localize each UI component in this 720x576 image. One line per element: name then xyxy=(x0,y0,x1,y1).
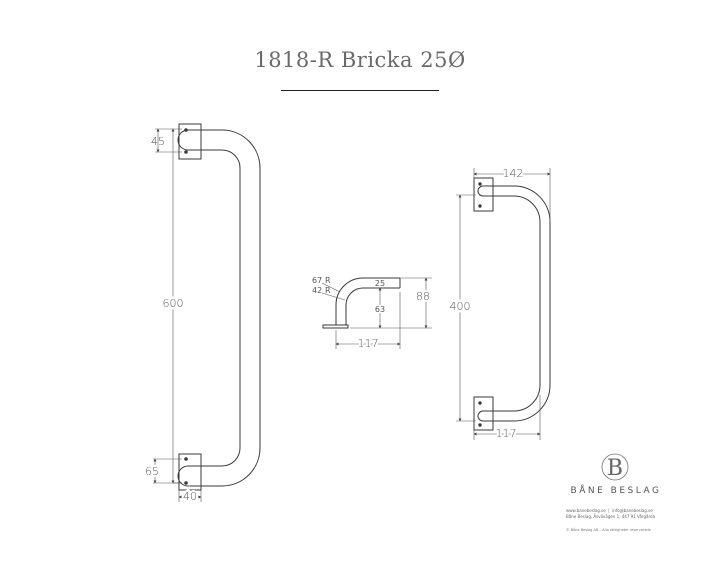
right-handle-view xyxy=(473,177,551,431)
middle-dim-height-label: 88 xyxy=(416,290,430,303)
right-bottom-plate xyxy=(473,396,494,431)
left-dim-total-label: 600 xyxy=(163,297,184,310)
middle-radius-outer-r: R xyxy=(325,276,331,285)
left-handle-view xyxy=(177,123,261,491)
brand-name: BÅNE BESLAG xyxy=(570,486,662,496)
brand-email-link[interactable]: info@banebeslag.se xyxy=(612,508,653,513)
brand-logo-mark: B xyxy=(601,453,629,481)
right-top-plate xyxy=(473,177,494,212)
right-dim-bottom-label: 117 xyxy=(496,427,517,440)
middle-dim-mid-label: 63 xyxy=(375,305,385,314)
middle-profile-view xyxy=(322,277,401,329)
right-dim-top-label: 142 xyxy=(503,167,524,180)
left-handle-inner xyxy=(188,149,241,467)
left-dim-width-label: 40 xyxy=(183,490,197,503)
brand-contact: www.banebeslag.se | info@banebeslag.se B… xyxy=(566,508,671,520)
left-handle-outer xyxy=(188,129,261,487)
brand-logo-letter: B xyxy=(607,456,623,481)
brand-block: BÅNE BESLAG xyxy=(566,484,666,496)
left-dim-top-label: 45 xyxy=(151,135,165,148)
drawing-title: 1818-R Bricka 25Ø xyxy=(254,48,466,72)
left-handle-top-cap xyxy=(177,129,189,151)
middle-dim-length-label: 117 xyxy=(358,337,379,350)
title-underline xyxy=(281,90,439,91)
left-handle-bottom-cap xyxy=(177,465,189,487)
right-handle-outer xyxy=(483,185,551,422)
right-dim-height-label: 400 xyxy=(450,300,471,313)
brand-copyright: © Båne Beslag AB – Alla rättigheter rese… xyxy=(566,528,651,532)
right-handle-inner xyxy=(483,195,541,412)
middle-radius-inner-r: R xyxy=(325,286,331,295)
middle-radius-inner-label: 42 xyxy=(312,286,322,295)
left-top-plate xyxy=(178,123,202,160)
middle-outer-curve xyxy=(335,277,400,325)
middle-dimensions xyxy=(321,277,432,349)
left-dim-bottom-label: 65 xyxy=(145,465,159,478)
left-dimensions xyxy=(153,128,202,502)
middle-radius-outer-label: 67 xyxy=(312,276,322,285)
middle-base-plate xyxy=(322,324,349,329)
right-dimensions xyxy=(456,168,551,440)
brand-web-link[interactable]: www.banebeslag.se xyxy=(566,508,606,513)
brand-address: Båne Beslag, Åsvävägen 1, 447 91 Vårgård… xyxy=(566,514,656,519)
middle-inner-curve xyxy=(345,287,400,325)
middle-dim-top-label: 25 xyxy=(375,279,385,288)
